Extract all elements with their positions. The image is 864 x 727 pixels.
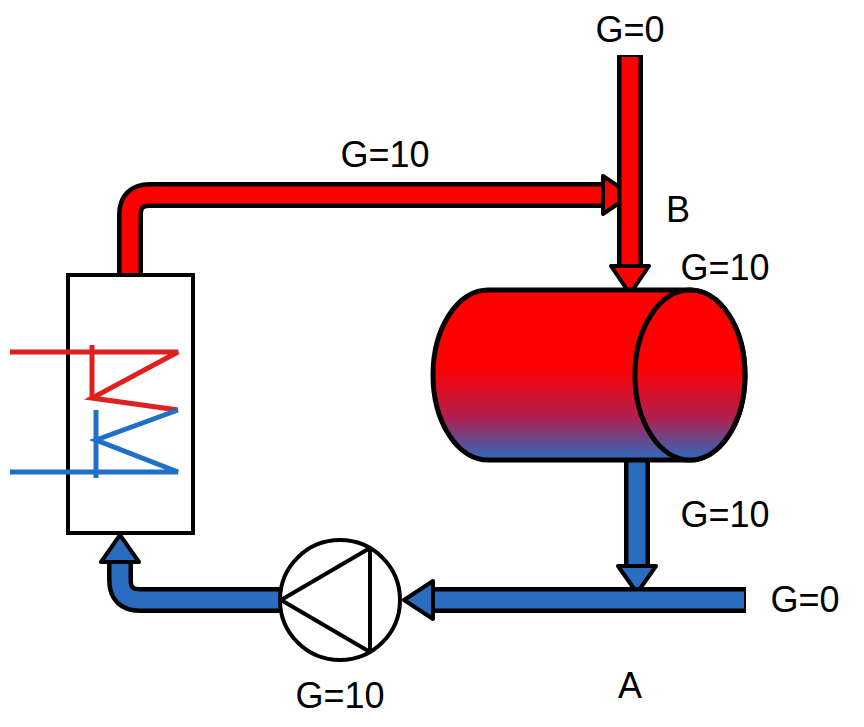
- flow-label: G=10: [295, 678, 384, 714]
- cold-pipe-outline: [430, 587, 746, 613]
- hot-pipe-outline: [617, 55, 643, 268]
- cold-pipe-outline: [120, 562, 282, 600]
- flow-label: B: [666, 192, 690, 228]
- flow-arrow: [101, 535, 139, 562]
- flow-label: G=10: [680, 250, 769, 286]
- flow-label: G=0: [770, 582, 839, 618]
- cold-coil: [94, 410, 99, 478]
- hot-pipe: [130, 195, 606, 275]
- flow-label: A: [618, 668, 642, 704]
- hot-pipe-outline: [130, 195, 606, 275]
- tank-end: [635, 290, 745, 460]
- pump-symbol: [281, 548, 370, 652]
- hot-coil: [90, 345, 95, 398]
- cold-pipe: [629, 455, 646, 568]
- cold-pipe: [430, 592, 744, 609]
- flow-label: G=10: [340, 137, 429, 173]
- hot-pipe: [622, 57, 639, 268]
- pump-symbol: [280, 540, 400, 660]
- cold-pipe-outline: [624, 455, 650, 568]
- flow-label: G=10: [680, 497, 769, 533]
- cold-pipe: [120, 562, 282, 600]
- flow-arrow: [404, 581, 433, 619]
- storage-tank: [433, 290, 745, 460]
- flow-label: G=0: [595, 12, 664, 48]
